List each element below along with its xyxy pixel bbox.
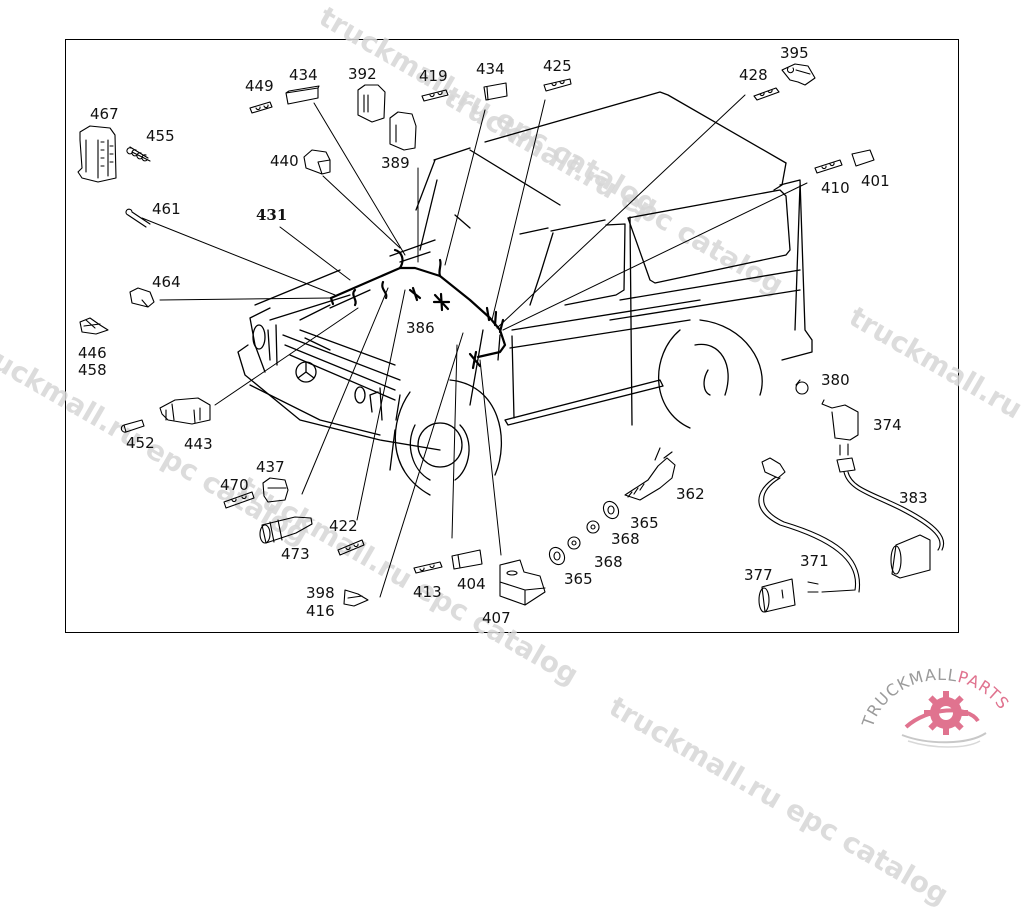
part-449-terminal xyxy=(250,102,272,113)
part-410-terminal xyxy=(815,160,842,173)
callout-365[interactable]: 365 xyxy=(564,571,593,587)
callout-386[interactable]: 386 xyxy=(406,320,435,336)
callout-446[interactable]: 446 xyxy=(78,345,107,361)
part-371-cable xyxy=(759,458,860,592)
callout-452[interactable]: 452 xyxy=(126,435,155,451)
part-413-terminal xyxy=(414,562,442,573)
callout-365[interactable]: 365 xyxy=(630,515,659,531)
part-365a-nut xyxy=(600,499,621,522)
callout-422[interactable]: 422 xyxy=(329,518,358,534)
callout-440[interactable]: 440 xyxy=(270,153,299,169)
callout-410[interactable]: 410 xyxy=(821,180,850,196)
callout-464[interactable]: 464 xyxy=(152,274,181,290)
callout-404[interactable]: 404 xyxy=(457,576,486,592)
part-422-terminal xyxy=(338,540,364,555)
callout-401[interactable]: 401 xyxy=(861,173,890,189)
parts-diagram xyxy=(0,0,1024,750)
part-440-connector xyxy=(304,150,330,174)
logo-text-parts: PARTS xyxy=(956,667,1013,713)
callout-434[interactable]: 434 xyxy=(289,67,318,83)
callout-371[interactable]: 371 xyxy=(800,553,829,569)
part-392-housing xyxy=(358,85,385,122)
part-437-connector xyxy=(263,478,288,502)
part-464-connector xyxy=(130,288,154,307)
part-434b-connector xyxy=(484,83,507,100)
callout-419[interactable]: 419 xyxy=(419,68,448,84)
callout-377[interactable]: 377 xyxy=(744,567,773,583)
truckmall-parts-logo: TRUCKMALLPARTS xyxy=(858,645,1024,750)
callout-455[interactable]: 455 xyxy=(146,128,175,144)
callout-431[interactable]: 431 xyxy=(256,207,287,223)
callout-368[interactable]: 368 xyxy=(611,531,640,547)
callout-434[interactable]: 434 xyxy=(476,61,505,77)
callout-416[interactable]: 416 xyxy=(306,603,335,619)
callout-413[interactable]: 413 xyxy=(413,584,442,600)
part-467-block xyxy=(78,126,116,182)
callout-362[interactable]: 362 xyxy=(676,486,705,502)
part-395-bracket xyxy=(782,64,815,85)
parts xyxy=(78,64,944,612)
part-428-terminal xyxy=(754,88,779,100)
part-461-terminal xyxy=(126,209,150,227)
part-362-switch xyxy=(625,448,675,500)
part-443-module xyxy=(160,398,210,424)
callout-398[interactable]: 398 xyxy=(306,585,335,601)
callout-389[interactable]: 389 xyxy=(381,155,410,171)
callout-443[interactable]: 443 xyxy=(184,436,213,452)
callout-392[interactable]: 392 xyxy=(348,66,377,82)
callout-407[interactable]: 407 xyxy=(482,610,511,626)
part-473-plug xyxy=(260,517,312,543)
callout-470[interactable]: 470 xyxy=(220,477,249,493)
callout-461[interactable]: 461 xyxy=(152,201,181,217)
part-401-housing xyxy=(852,150,874,166)
part-380-cap xyxy=(796,380,808,394)
part-452-pin xyxy=(121,420,144,432)
part-374-switch xyxy=(822,400,858,455)
part-455-plug xyxy=(127,147,150,161)
part-368a-washer xyxy=(587,521,599,533)
callout-467[interactable]: 467 xyxy=(90,106,119,122)
callout-458[interactable]: 458 xyxy=(78,362,107,378)
part-446-clip xyxy=(80,318,108,334)
callout-437[interactable]: 437 xyxy=(256,459,285,475)
callout-449[interactable]: 449 xyxy=(245,78,274,94)
part-368b-washer xyxy=(568,537,580,549)
vehicle-body xyxy=(238,92,812,495)
callout-383[interactable]: 383 xyxy=(899,490,928,506)
callout-473[interactable]: 473 xyxy=(281,546,310,562)
part-389-housing xyxy=(390,112,416,150)
part-425-terminal xyxy=(544,79,571,91)
callout-425[interactable]: 425 xyxy=(543,58,572,74)
callout-374[interactable]: 374 xyxy=(873,417,902,433)
part-434-connector xyxy=(286,86,319,104)
callout-395[interactable]: 395 xyxy=(780,45,809,61)
leader-lines xyxy=(142,95,807,597)
part-407-bracket xyxy=(500,560,545,605)
callout-380[interactable]: 380 xyxy=(821,372,850,388)
part-470-terminal xyxy=(224,492,254,508)
part-398-clip xyxy=(344,590,368,606)
part-419-terminal xyxy=(422,90,448,101)
callout-368[interactable]: 368 xyxy=(594,554,623,570)
callout-428[interactable]: 428 xyxy=(739,67,768,83)
part-383-cable xyxy=(837,458,944,578)
part-365b-nut xyxy=(546,545,567,568)
part-404-connector xyxy=(452,550,482,569)
